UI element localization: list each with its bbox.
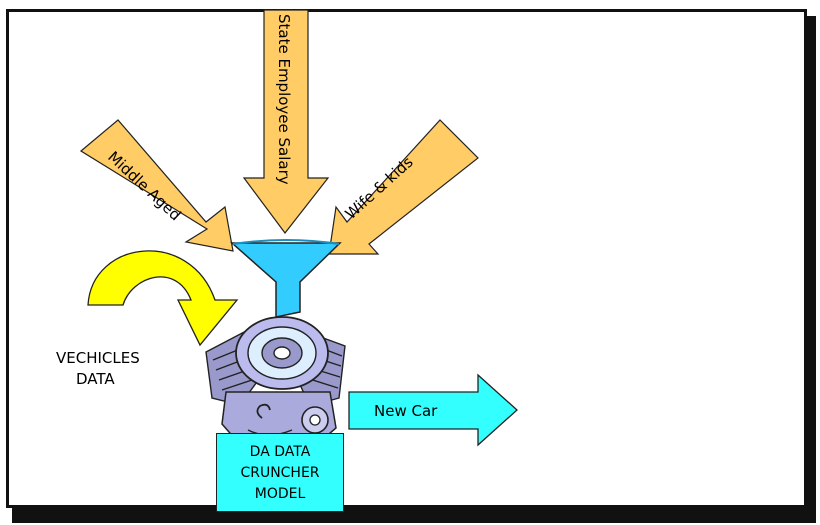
- arrow-wife-kids: Wife & kids: [328, 119, 479, 255]
- arrow-middle-aged: Middle Aged: [79, 119, 234, 252]
- label-new-car: New Car: [374, 402, 438, 420]
- model-line3: MODEL: [254, 486, 306, 502]
- engine-icon: [205, 316, 346, 441]
- arrow-new-car: New Car: [348, 373, 518, 447]
- vehicles-data-label: VECHICLES DATA: [56, 348, 140, 390]
- model-line1: DA DATA: [249, 444, 311, 460]
- funnel-icon: [230, 239, 342, 318]
- model-box: DA DATA CRUNCHER MODEL: [216, 433, 344, 512]
- curved-arrow-vehicles: [87, 250, 239, 347]
- model-line2: CRUNCHER: [240, 465, 320, 481]
- label-state-employee-salary: State Employee Salary: [275, 14, 293, 185]
- vehicles-data-line1: VECHICLES: [56, 349, 140, 367]
- arrow-state-employee-salary: State Employee Salary: [242, 9, 330, 234]
- vehicles-data-line2: DATA: [76, 370, 115, 388]
